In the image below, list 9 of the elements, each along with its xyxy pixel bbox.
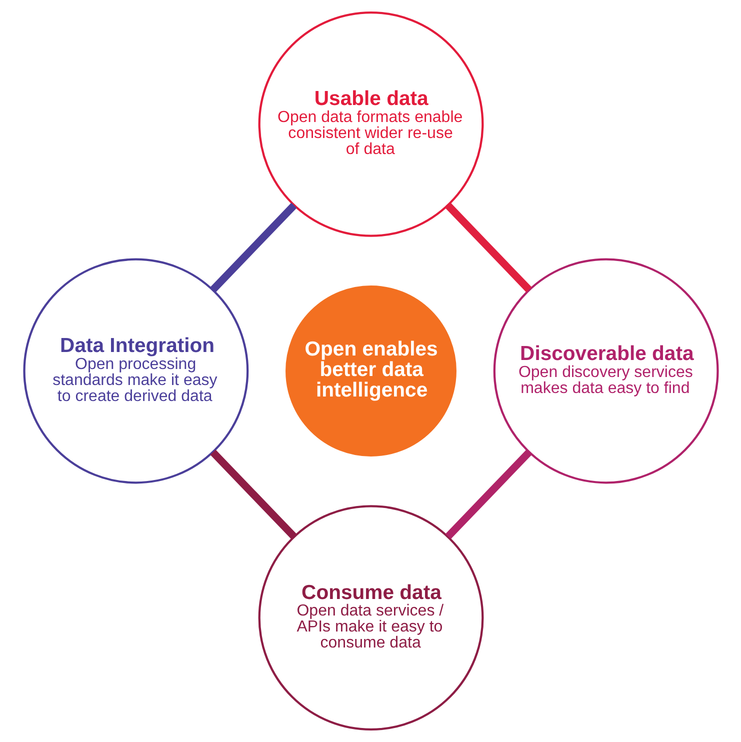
connector	[444, 202, 532, 292]
connector	[444, 450, 532, 540]
node-circle: Data Integration Open processing standards make it easy to create derived data	[22, 258, 248, 484]
node-circle: Usable data Open data formats enable consistent wider re-use of data	[258, 11, 484, 237]
connector	[210, 202, 296, 292]
node-circle: Discoverable data Open discovery services makes data easy to find	[492, 258, 718, 484]
node-circle: Open enables better data intelligence	[285, 286, 456, 456]
node-circle: Consume data Open data services / APIs make it easy to consume data	[258, 505, 484, 731]
connector	[210, 450, 296, 540]
